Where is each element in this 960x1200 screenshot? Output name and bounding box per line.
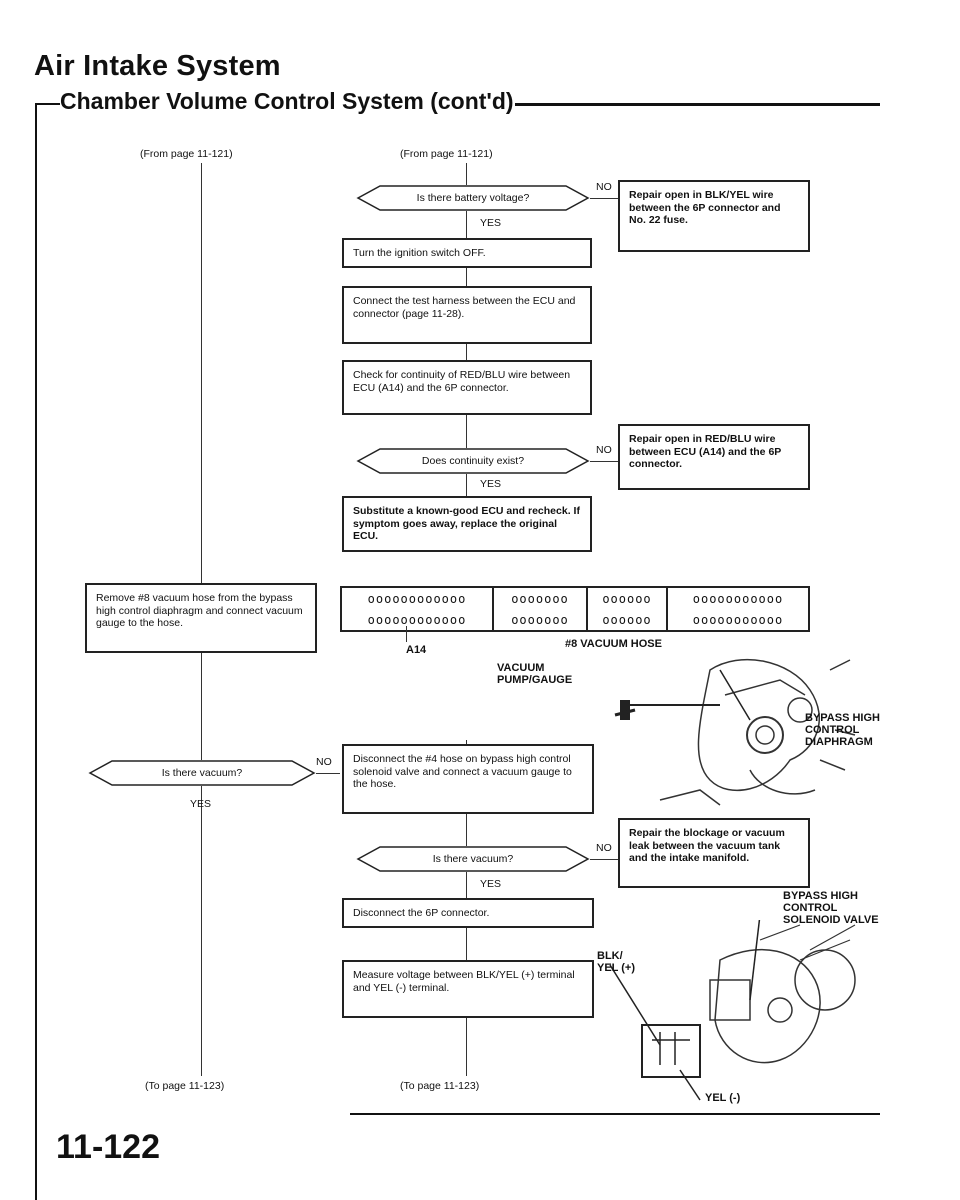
battery-no-connector xyxy=(590,198,618,199)
battery-yes-label: YES xyxy=(480,217,502,229)
left-no-connector xyxy=(316,773,340,774)
pin-row: oooooooooooo xyxy=(367,591,467,606)
solenoid-valve-illustration xyxy=(609,920,856,1101)
connector-block-1: oooooooooooo oooooooooooo xyxy=(342,588,494,630)
decision-diamond-shape xyxy=(356,185,590,211)
decision-diamond-shape xyxy=(356,448,590,474)
left-to-page: (To page 11-123) xyxy=(145,1080,225,1092)
connector-block-2: ooooooo ooooooo xyxy=(494,588,588,630)
flow-line-e xyxy=(466,415,467,448)
disconnect-hose-4-box: Disconnect the #4 hose on bypass high co… xyxy=(342,744,594,814)
left-flow-line-3 xyxy=(201,786,202,1076)
blk-yel-callout: BLK/ YEL (+) xyxy=(597,950,636,974)
footer-rule xyxy=(350,1113,880,1115)
connector-block-3: oooooo oooooo xyxy=(588,588,668,630)
flow-line-d xyxy=(466,344,467,360)
left-flow-line-1 xyxy=(201,163,202,583)
flow-line-b xyxy=(466,211,467,238)
a14-pointer xyxy=(406,626,407,642)
disconnect-6p-box: Disconnect the 6P connector. xyxy=(342,898,594,928)
section-subtitle: Chamber Volume Control System (cont'd) xyxy=(60,88,514,114)
substitute-ecu-box: Substitute a known-good ECU and recheck.… xyxy=(342,496,592,552)
decision-diamond-shape xyxy=(356,846,590,872)
left-no-label: NO xyxy=(316,756,332,768)
flow-line-a xyxy=(466,163,467,185)
bypass-diaphragm-illustration xyxy=(614,658,856,806)
pump-gauge-callout: VACUUM PUMP/GAUGE xyxy=(497,662,573,686)
flow-line-g xyxy=(466,740,467,744)
pin-row: ooooooo xyxy=(511,612,569,627)
continuity-decision: Does continuity exist? xyxy=(356,448,590,474)
page-title: Air Intake System xyxy=(34,50,281,82)
check-continuity-box: Check for continuity of RED/BLU wire bet… xyxy=(342,360,592,415)
ecu-connector: oooooooooooo oooooooooooo ooooooo oooooo… xyxy=(340,586,810,632)
yel-minus-callout: YEL (-) xyxy=(705,1092,741,1104)
left-vacuum-decision: Is there vacuum? xyxy=(88,760,316,786)
right-from-page: (From page 11-121) xyxy=(400,148,493,160)
left-vacuum-question: Is there vacuum? xyxy=(161,767,243,779)
vacuum-question: Is there vacuum? xyxy=(432,853,514,865)
flow-line-c xyxy=(466,268,467,286)
measure-voltage-box: Measure voltage between BLK/YEL (+) term… xyxy=(342,960,594,1018)
vacuum-hose-callout: #8 VACUUM HOSE xyxy=(565,638,662,650)
left-flow-line-2 xyxy=(201,653,202,760)
vacuum-no-label: NO xyxy=(596,842,612,854)
bypass-diaphragm-callout: BYPASS HIGH CONTROL DIAPHRAGM xyxy=(805,712,880,748)
pin-row: ooooooooooo xyxy=(692,591,784,606)
battery-voltage-decision: Is there battery voltage? xyxy=(356,185,590,211)
repair-red-blu-box: Repair open in RED/BLU wire between ECU … xyxy=(618,424,810,490)
connect-harness-box: Connect the test harness between the ECU… xyxy=(342,286,592,344)
pin-row: oooooooooooo xyxy=(367,612,467,627)
a14-label: A14 xyxy=(406,644,427,656)
flow-line-h xyxy=(466,814,467,846)
continuity-question: Does continuity exist? xyxy=(421,455,525,467)
continuity-no-label: NO xyxy=(596,444,612,456)
vacuum-yes-label: YES xyxy=(480,878,502,890)
pin-row: ooooooooooo xyxy=(692,612,784,627)
page-number: 11-122 xyxy=(56,1128,160,1166)
continuity-no-connector xyxy=(590,461,618,462)
connector-block-4: ooooooooooo ooooooooooo xyxy=(668,588,808,630)
left-from-page: (From page 11-121) xyxy=(140,148,233,160)
header-rule xyxy=(515,103,880,106)
flow-line-i xyxy=(466,872,467,898)
right-to-page: (To page 11-123) xyxy=(400,1080,480,1092)
flow-line-f xyxy=(466,474,467,496)
continuity-yes-label: YES xyxy=(480,478,502,490)
repair-blk-yel-box: Repair open in BLK/YEL wire between the … xyxy=(618,180,810,252)
pin-row: oooooo xyxy=(602,591,652,606)
flow-line-k xyxy=(466,1018,467,1076)
repair-blockage-box: Repair the blockage or vacuum leak betwe… xyxy=(618,818,810,888)
remove-hose-box: Remove #8 vacuum hose from the bypass hi… xyxy=(85,583,317,653)
battery-no-label: NO xyxy=(596,181,612,193)
vacuum-decision: Is there vacuum? xyxy=(356,846,590,872)
vacuum-no-connector xyxy=(590,859,618,860)
turn-ignition-off-box: Turn the ignition switch OFF. xyxy=(342,238,592,268)
left-yes-label: YES xyxy=(190,798,212,810)
flow-line-j xyxy=(466,928,467,960)
bypass-valve-callout: BYPASS HIGH CONTROL SOLENOID VALVE xyxy=(783,890,879,926)
pin-row: oooooo xyxy=(602,612,652,627)
decision-diamond-shape xyxy=(88,760,316,786)
pin-row: ooooooo xyxy=(511,591,569,606)
battery-voltage-question: Is there battery voltage? xyxy=(416,192,530,204)
frame-left-rule xyxy=(35,103,37,1200)
frame-top-rule xyxy=(35,103,60,105)
